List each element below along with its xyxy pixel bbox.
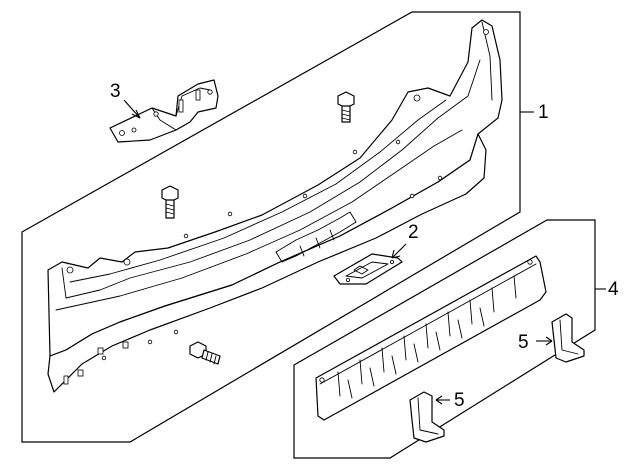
end-cap-right bbox=[551, 313, 585, 363]
mounting-bracket bbox=[109, 79, 219, 143]
group-4-frame bbox=[293, 219, 596, 459]
hitch-cover bbox=[333, 253, 403, 285]
end-cap-lower bbox=[409, 391, 445, 443]
bolt-left bbox=[161, 185, 179, 219]
callout-3: 3 bbox=[110, 81, 121, 102]
callout-1: 1 bbox=[538, 102, 549, 123]
callout-5-right: 5 bbox=[518, 332, 529, 353]
callout-4: 4 bbox=[608, 279, 619, 300]
bolt-lower bbox=[189, 341, 221, 365]
leader-lines bbox=[123, 99, 606, 405]
callout-2: 2 bbox=[408, 222, 419, 243]
group-1-frame bbox=[21, 11, 521, 443]
bumper-step-pad bbox=[315, 255, 547, 421]
callout-5-lower: 5 bbox=[454, 390, 465, 411]
bolt-upper bbox=[337, 91, 355, 123]
bumper-reinforcement bbox=[47, 19, 503, 393]
